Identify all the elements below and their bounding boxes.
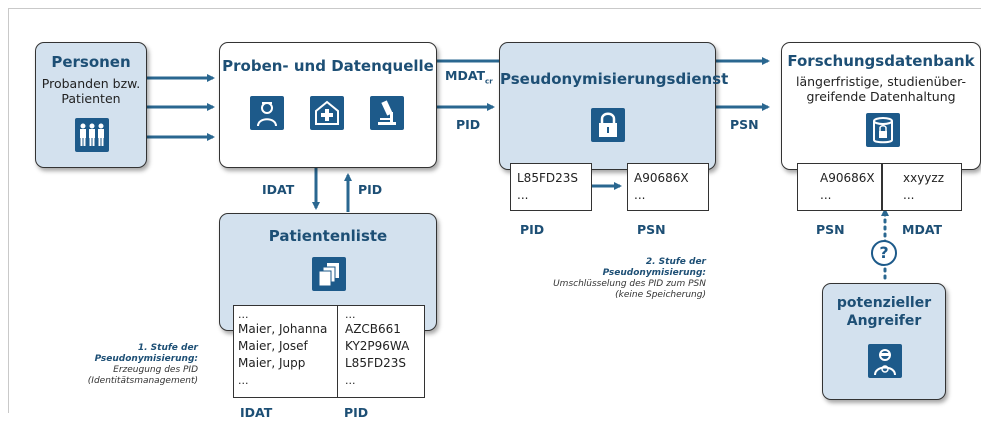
liste-pid-0: ... [345,308,356,321]
arrow-label-pid-up: PID [358,182,383,197]
liste-pid-2: KY2P96WA [345,339,410,353]
pseudo-left-value: L85FD23S [517,171,578,185]
frame-top-line [8,8,981,9]
documents-icon [312,257,346,291]
pseudo-col-pid: PID [520,222,545,237]
database-lock-icon [866,113,900,147]
datenquelle-box: Proben- und Datenquelle [219,42,437,168]
personen-box: Personen Probanden bzw. Patienten [35,42,147,168]
forschung-right-ellipsis: ... [903,188,915,202]
personen-title: Personen [51,53,131,71]
pseudo-table-left: L85FD23S ... [510,163,592,211]
forschungsdatenbank-sub1: längerfristige, studienüber- [795,74,967,89]
angreifer-title1: potenzieller [836,295,932,311]
nurse-icon [250,96,284,130]
hospital-icon [310,96,344,130]
liste-pid-1: AZCB661 [345,322,401,336]
forschungsdatenbank-sub2: greifende Datenhaltung [806,89,956,104]
note-stufe1-line1: Erzeugung des PID [113,365,198,375]
personen-sub1: Probanden bzw. [41,76,141,91]
angreifer-title2: Angreifer [846,313,922,329]
note-stufe1-title2: Pseudonymisierung: [94,354,198,364]
liste-col-idat: IDAT [240,405,273,420]
microscope-icon [370,96,404,130]
note-stufe2-line1: Umschlüsselung des PID zum PSN [553,279,706,289]
note-stufe1: 1. Stufe der Pseudonymisierung: Erzeugun… [70,343,198,387]
pseudonymisierungsdienst-title: Pseudonymisierungsdienst [500,70,729,88]
forschung-left-ellipsis: ... [820,188,832,202]
table-divider [337,306,338,397]
patientenliste-title: Patientenliste [268,227,388,245]
people-icon [75,118,109,152]
forschungsdatenbank-title: Forschungsdatenbank [787,52,975,70]
arrow-label-mdat-text: MDAT [445,68,486,83]
angreifer-box: potenzieller Angreifer [822,283,946,400]
note-stufe2-title2: Pseudonymisierung: [602,268,706,278]
forschung-left-value: A90686X [820,171,875,185]
note-stufe2-title1: 2. Stufe der [645,257,706,267]
lock-icon [591,108,625,142]
pseudo-left-ellipsis: ... [517,188,529,202]
arrow-label-mdat: MDATcr [445,68,493,86]
datenquelle-title: Proben- und Datenquelle [222,57,434,75]
liste-name-0: ... [238,308,249,321]
attacker-icon [868,344,902,378]
arrow-label-idat-down: IDAT [262,182,295,197]
pseudo-table-right: A90686X ... [627,163,709,211]
forschung-table-left: A90686X ... [797,163,882,211]
pseudo-right-ellipsis: ... [634,188,646,202]
pseudo-col-psn: PSN [637,222,666,237]
forschung-table-right: xxyyzz ... [882,163,962,211]
liste-name-3: Maier, Jupp [238,356,306,370]
liste-col-pid: PID [344,405,369,420]
arrow-label-psn-right: PSN [730,117,759,132]
note-stufe2: 2. Stufe der Pseudonymisierung: Umschlüs… [500,257,706,301]
liste-pid-3: L85FD23S [345,356,406,370]
liste-name-1: Maier, Johanna [238,322,328,336]
question-mark-icon: ? [871,240,897,266]
arrow-label-pid-top: PID [456,117,481,132]
forschung-col-psn: PSN [816,222,845,237]
liste-name-4: ... [238,374,249,387]
frame-left-line [8,8,9,413]
patientenliste-table: ... Maier, Johanna Maier, Josef Maier, J… [233,305,425,398]
forschung-right-value: xxyyzz [903,171,945,185]
forschungsdatenbank-box: Forschungsdatenbank längerfristige, stud… [781,42,981,170]
note-stufe1-line2: (Identitätsmanagement) [87,376,198,386]
note-stufe2-line2: (keine Speicherung) [615,290,706,300]
pseudo-right-value: A90686X [634,171,689,185]
liste-pid-4: ... [345,374,356,387]
forschung-col-mdat: MDAT [902,222,943,237]
note-stufe1-title1: 1. Stufe der [137,343,198,353]
question-mark-text: ? [879,243,889,262]
pseudonymisierungsdienst-box: Pseudonymisierungsdienst [499,42,729,170]
arrow-label-mdat-sub: cr [485,77,493,86]
personen-sub2: Patienten [61,91,121,106]
liste-name-2: Maier, Josef [238,339,308,353]
